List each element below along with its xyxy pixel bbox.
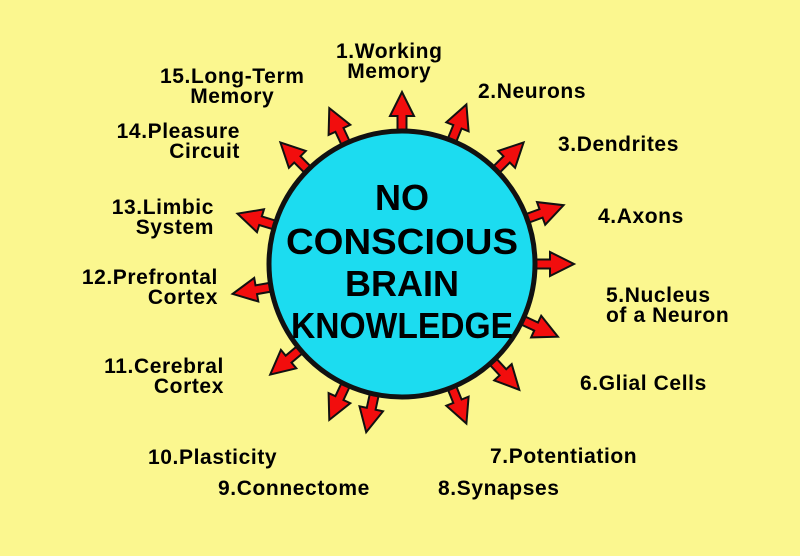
center-line-1: NO (375, 177, 429, 218)
label-line: 14.Pleasure (116, 120, 240, 143)
label-line: 2.Neurons (478, 80, 587, 103)
label-cerebral-cortex: 11.Cerebral Cortex (104, 355, 224, 398)
label-line: 12.Prefrontal (81, 266, 218, 289)
label-line: Cortex (153, 375, 224, 398)
label-line: 8.Synapses (438, 477, 560, 500)
label-synapses: 8.Synapses (438, 477, 560, 500)
label-line: Memory (190, 85, 275, 108)
label-plasticity: 10.Plasticity (148, 446, 278, 469)
label-pleasure-circuit: 14.Pleasure Circuit (116, 120, 240, 163)
label-limbic-system: 13.Limbic System (111, 196, 214, 239)
label-line: 6.Glial Cells (580, 372, 707, 395)
label-line: of a Neuron (606, 304, 730, 327)
label-nucleus: 5.Nucleus of a Neuron (606, 284, 730, 327)
label-connectome: 9.Connectome (218, 477, 370, 500)
label-line: 5.Nucleus (606, 284, 711, 307)
label-long-term-memory: 15.Long-Term Memory (160, 65, 305, 108)
center-line-2: CONSCIOUS (286, 221, 518, 262)
label-potentiation: 7.Potentiation (490, 445, 638, 468)
label-line: Memory (347, 60, 432, 83)
label-dendrites: 3.Dendrites (558, 133, 679, 156)
label-glial-cells: 6.Glial Cells (580, 372, 707, 395)
label-line: 15.Long-Term (160, 65, 305, 88)
label-axons: 4.Axons (598, 205, 684, 228)
label-prefrontal-cortex: 12.Prefrontal Cortex (81, 266, 218, 309)
center-circle (266, 128, 538, 400)
label-line: Circuit (169, 140, 240, 163)
center-line-4: KNOWLEDGE (291, 305, 513, 346)
center-line-3: BRAIN (345, 263, 459, 304)
label-line: 4.Axons (598, 205, 684, 228)
label-line: 9.Connectome (218, 477, 370, 500)
label-line: 3.Dendrites (558, 133, 679, 156)
label-line: 13.Limbic (111, 196, 214, 219)
label-line: 7.Potentiation (490, 445, 638, 468)
label-line: 1.Working (336, 40, 443, 63)
label-line: Cortex (147, 286, 218, 309)
label-working-memory: 1.Working Memory (336, 40, 443, 83)
label-neurons: 2.Neurons (478, 80, 587, 103)
label-line: System (135, 216, 214, 239)
label-line: 11.Cerebral (104, 355, 224, 378)
label-line: 10.Plasticity (148, 446, 278, 469)
